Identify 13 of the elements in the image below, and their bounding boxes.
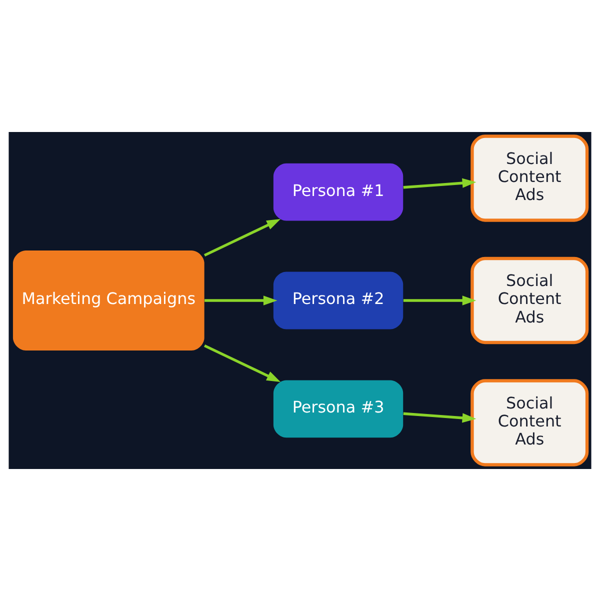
node-box: Persona #1	[273, 162, 404, 220]
node-box: Social Content Ads	[470, 256, 589, 344]
arrow	[204, 344, 281, 382]
node-box: Persona #3	[273, 380, 404, 438]
arrow	[403, 295, 476, 305]
arrow	[204, 218, 281, 256]
node-box: Social Content Ads	[470, 134, 589, 222]
node-box: Marketing Campaigns	[12, 250, 204, 350]
node-box: Social Content Ads	[470, 378, 589, 466]
node-box: Persona #2	[273, 271, 404, 329]
arrow	[204, 295, 278, 305]
arrow	[403, 412, 476, 422]
arrow	[403, 178, 476, 188]
